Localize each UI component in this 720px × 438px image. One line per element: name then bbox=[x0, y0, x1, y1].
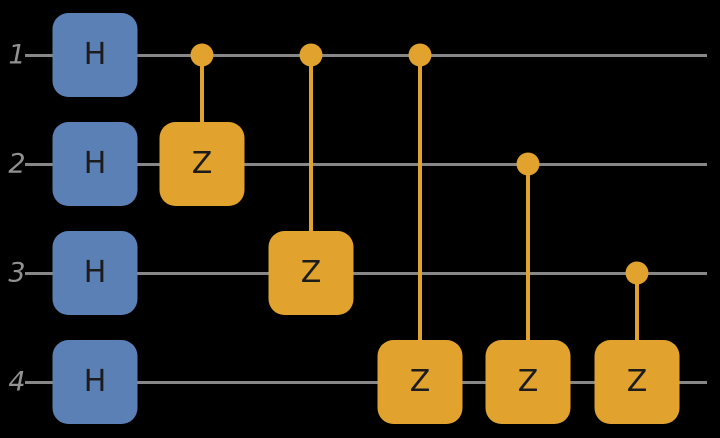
cz-control-dot bbox=[299, 43, 323, 67]
h-gate: H bbox=[52, 231, 138, 315]
z-gate-label: Z bbox=[300, 255, 322, 290]
cz-control-dot bbox=[190, 43, 214, 67]
cz-control-dot bbox=[516, 152, 540, 176]
cz-control-dot bbox=[625, 261, 649, 285]
qubit-wire bbox=[25, 163, 707, 166]
cz-connector-line bbox=[526, 164, 530, 344]
h-gate-label: H bbox=[83, 146, 107, 181]
z-gate-label: Z bbox=[517, 364, 539, 399]
qubit-wire bbox=[25, 54, 707, 57]
h-gate: H bbox=[52, 122, 138, 206]
qubit-label: 2 bbox=[8, 148, 26, 180]
cz-connector-line bbox=[635, 273, 639, 344]
cz-z-gate: Z bbox=[268, 231, 354, 315]
cz-z-gate: Z bbox=[377, 340, 463, 424]
qubit-label: 4 bbox=[8, 366, 26, 398]
h-gate-label: H bbox=[83, 364, 107, 399]
cz-connector-line bbox=[200, 55, 204, 126]
cz-connector-line bbox=[418, 55, 422, 344]
h-gate-label: H bbox=[83, 255, 107, 290]
h-gate: H bbox=[52, 340, 138, 424]
cz-z-gate: Z bbox=[594, 340, 680, 424]
cz-z-gate: Z bbox=[159, 122, 245, 206]
z-gate-label: Z bbox=[409, 364, 431, 399]
z-gate-label: Z bbox=[626, 364, 648, 399]
qubit-label: 3 bbox=[8, 257, 26, 289]
qubit-wire bbox=[25, 272, 707, 275]
h-gate-label: H bbox=[83, 37, 107, 72]
cz-control-dot bbox=[408, 43, 432, 67]
qubit-label: 1 bbox=[8, 39, 26, 71]
qubit-wire bbox=[25, 381, 707, 384]
cz-z-gate: Z bbox=[485, 340, 571, 424]
cz-connector-line bbox=[309, 55, 313, 235]
h-gate: H bbox=[52, 13, 138, 97]
z-gate-label: Z bbox=[191, 146, 213, 181]
